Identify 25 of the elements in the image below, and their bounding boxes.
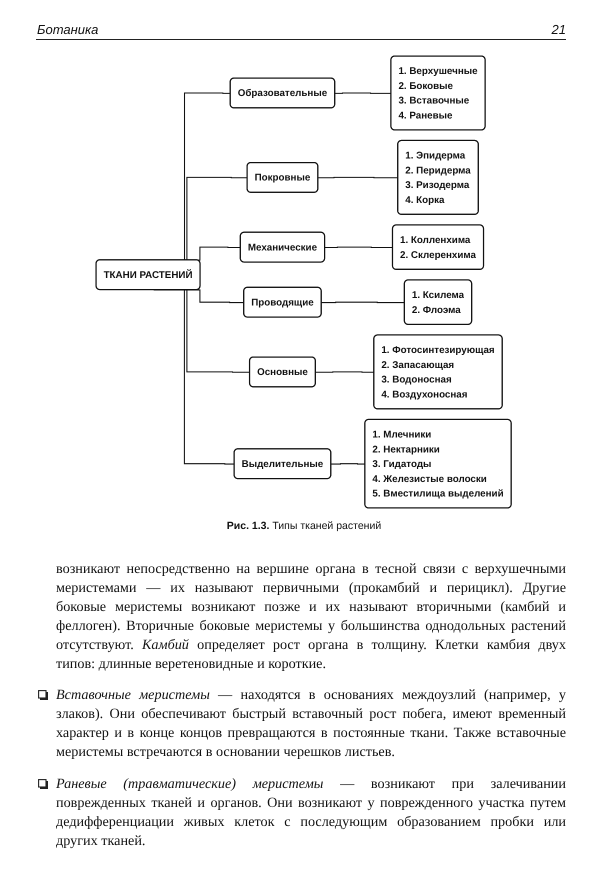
figure-caption: Рис. 1.3. Типы тканей растений (226, 520, 382, 532)
category-box: Основные (249, 356, 316, 388)
body-paragraph: Вставочные меристемы — находятся в основаниях междоузлий (например, у злаков). Они обеспечивают быстрый вставочный рост побега, имеют временный характер и в конце концов превращаются в постоянные ткани. Также вставочные меристемы встречаются в основании черешков листьев. (56, 686, 566, 762)
connector-line (325, 246, 394, 248)
connector-line (318, 176, 398, 178)
list-box: 1. Верхушечные 2. Боковые 3. Вставочные 4. Раневые (390, 55, 486, 130)
connector-line (335, 92, 392, 94)
connector-line (316, 371, 375, 373)
body-paragraph: Раневые (травматические) меристемы — возникают при залечивании поврежденных тканей и органов. Они возникают у поврежденного участка путем дедифференциации живых клеток с последующим образованием пробки или других тканей. (56, 775, 566, 851)
body-paragraph: возникают непосредственно на вершине органа в тесной связи с верхушечными меристемами — их называют первичными (прокамбий и перицикл). Другие боковые меристемы возникают позже и их называют вторичными (камбий и феллоген). Вторичные боковые меристемы у большинства однодольных растений отсутствуют. Камбий определяет рост органа в толщину. Клетки камбия двух типов: длинные веретеновидные и короткие. (56, 560, 566, 674)
category-box: Механические (240, 232, 326, 263)
page-number: 21 (552, 22, 566, 37)
category-box: Проводящие (244, 286, 322, 318)
category-box: Выделительные (234, 448, 332, 480)
connector-line (332, 463, 366, 465)
connector-line (322, 302, 406, 304)
category-box: Покровные (246, 162, 319, 193)
list-box: 1. Фотосинтезирующая 2. Запасающая 3. Водоносная 4. Воздухоносная (374, 334, 504, 410)
heading-box: ТКАНИ РАСТЕНИЙ (96, 259, 201, 290)
list-box: 1. Млечники 2. Нектарники 3. Гидатоды 4. Железистые волоски 5. Вместилища выделений (364, 418, 512, 509)
category-box: Образовательные (230, 78, 336, 108)
list-box: 1. Эпидерма 2. Перидерма 3. Ризодерма 4. Корка (398, 140, 480, 215)
list-box: 1. Колленхима 2. Склеренхима (392, 224, 484, 270)
running-header: Ботаника (37, 22, 98, 37)
list-box: 1. Ксилема 2. Флоэма (404, 279, 473, 325)
